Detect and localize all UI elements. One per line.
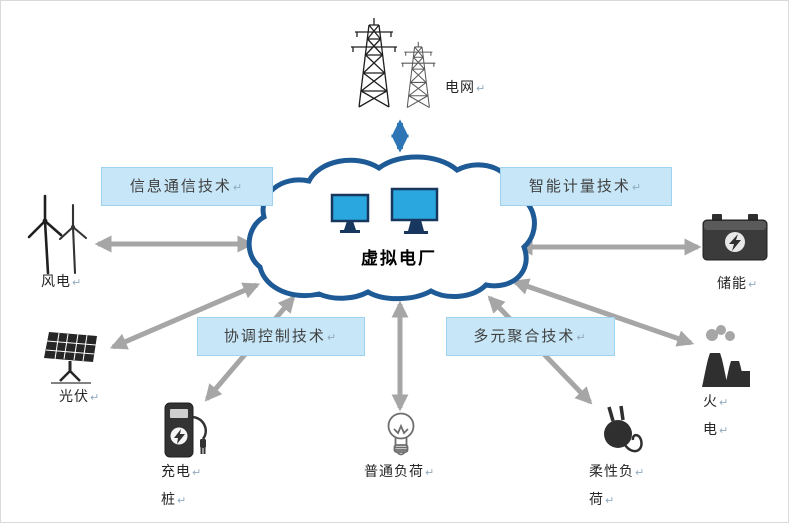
tech-box-label: 智能计量技术 [528,178,631,195]
tech-box-label: 信息通信技术 [129,178,232,195]
label-ordinary-load: 普通负荷↵ [364,463,436,479]
paragraph-mark: ↵ [326,332,339,344]
label-solar: 光伏↵ [59,388,101,404]
paragraph-mark: ↵ [177,495,188,507]
solar-panel-icon [41,329,103,387]
label-grid: 电网↵ [445,79,487,95]
label-charger-line2: 桩↵ [161,491,188,507]
wind-turbine-icon [25,191,95,277]
plug-icon [591,404,649,464]
transmission-tower-icon [329,17,441,113]
tech-box-coordinated-control: 协调控制技术↵ [197,317,365,356]
paragraph-mark: ↵ [719,397,730,409]
tech-box-info-comm: 信息通信技术↵ [101,167,273,206]
label-wind: 风电↵ [41,273,83,289]
title-text: 虚拟电厂 [361,249,437,268]
tech-box-smart-metering: 智能计量技术↵ [500,167,672,206]
tech-box-label: 多元聚合技术 [473,328,576,345]
label-storage: 储能↵ [717,275,759,291]
tech-box-label: 协调控制技术 [223,328,326,345]
paragraph-mark: ↵ [72,277,83,289]
light-bulb-icon [381,409,421,465]
paragraph-mark: ↵ [635,467,646,479]
paragraph-mark: ↵ [748,279,759,291]
paragraph-mark: ↵ [631,182,644,194]
paragraph-mark: ↵ [476,83,487,95]
charging-pile-icon [157,399,212,461]
label-charger-line1: 充电↵ [161,463,203,479]
tech-box-multi-aggregation: 多元聚合技术↵ [446,317,615,356]
thermal-plant-icon [697,321,752,389]
paragraph-mark: ↵ [425,467,436,479]
label-thermal-line2: 电↵ [703,421,730,437]
paragraph-mark: ↵ [232,182,245,194]
paragraph-mark: ↵ [192,467,203,479]
paragraph-mark: ↵ [90,392,101,404]
label-thermal-line1: 火↵ [703,393,730,409]
paragraph-mark: ↵ [576,332,588,344]
monitors-icon [329,187,444,242]
virtual-power-plant-title: 虚拟电厂 [339,244,459,269]
paragraph-mark: ↵ [719,425,730,437]
battery-icon [701,213,771,263]
label-flexible-load-line1: 柔性负↵ [589,463,646,479]
label-flexible-load-line2: 荷↵ [589,491,616,507]
paragraph-mark: ↵ [605,495,616,507]
